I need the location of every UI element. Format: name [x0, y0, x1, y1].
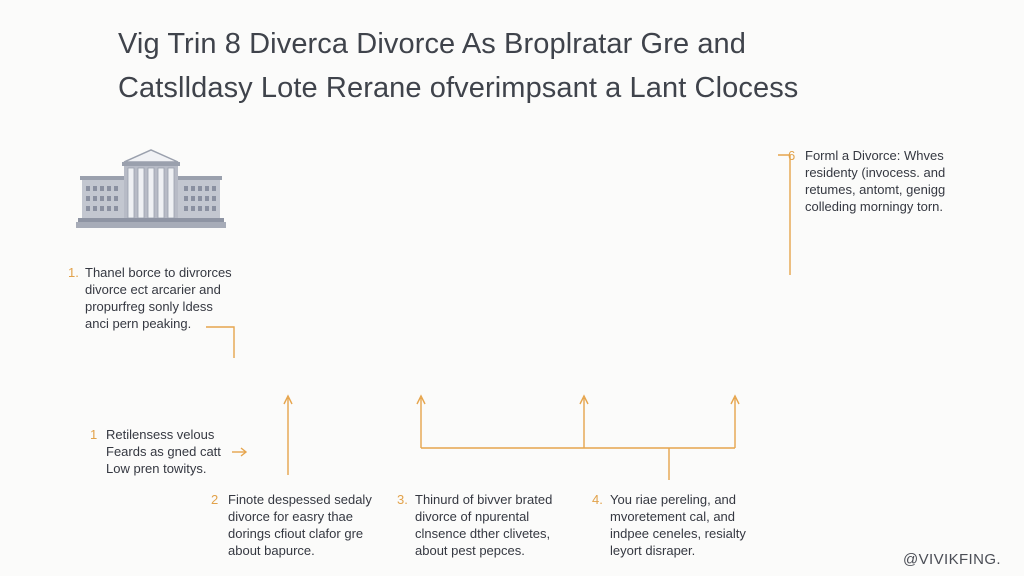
- step-text-line: divorce of npurental: [415, 509, 530, 524]
- step-text-line: Retilensess velous: [106, 427, 215, 442]
- step-description: You riae pereling, and mvoretement cal, …: [610, 491, 746, 559]
- step-number: 3.: [397, 492, 408, 507]
- step-description: Forml a Divorce: Whves residenty (invoce…: [805, 147, 945, 215]
- watermark: @VIVIKFING.: [903, 551, 1001, 568]
- step-text-line: clnsence dther clivetes,: [415, 526, 551, 541]
- step-text-line: propurfreg sonly ldess: [85, 299, 213, 314]
- step-text-line: residenty (invocess. and: [805, 165, 946, 180]
- step-text-line: about pest pepces.: [415, 543, 525, 558]
- step-text-line: divorce ect arcarier and: [85, 282, 221, 297]
- step-number: 1: [90, 427, 98, 442]
- step-text-line: mvoretement cal, and: [610, 509, 736, 524]
- step-text-line: about bapurce.: [228, 543, 315, 558]
- diagram-title-line-2: Catslldasy Lote Rerane ofverimpsant a La…: [118, 72, 799, 104]
- step-text-line: retumes, antomt, genigg: [805, 182, 946, 197]
- step-text-line: Forml a Divorce: Whves: [805, 148, 944, 163]
- step-text-line: Thinurd of bivver brated: [415, 492, 553, 507]
- step-description: Finote despessed sedaly divorce for easr…: [228, 491, 372, 559]
- step-text-line: anci pern peaking.: [85, 316, 192, 331]
- step-description: Thanel borce to divrorces divorce ect ar…: [85, 264, 232, 332]
- step-text-line: Finote despessed sedaly: [228, 492, 372, 507]
- step-description: Thinurd of bivver brated divorce of npur…: [415, 491, 552, 559]
- step-number: 6: [788, 148, 796, 163]
- step-number: 4.: [592, 492, 603, 507]
- step-text-line: Low pren towitys.: [106, 461, 207, 476]
- step-text-line: indpee ceneles, resialty: [610, 526, 746, 541]
- step-number: 2: [211, 492, 219, 507]
- step-text-line: leyort disraper.: [610, 543, 696, 558]
- courthouse-icon: [76, 149, 226, 228]
- step-text-line: dorings cfiout clafor gre: [228, 526, 364, 541]
- diagram-title-line-1: Vig Trin 8 Diverca Divorce As Broplratar…: [118, 28, 747, 60]
- step-text-line: You riae pereling, and: [610, 492, 737, 507]
- step-text-line: divorce for easry thae: [228, 509, 354, 524]
- step-text-line: colleding morningy torn.: [805, 199, 944, 214]
- step-text-line: Feards as gned catt: [106, 444, 221, 459]
- step-text-line: Thanel borce to divrorces: [85, 265, 232, 280]
- step-description: Retilensess velous Feards as gned catt L…: [106, 426, 221, 477]
- step-number: 1.: [68, 265, 79, 280]
